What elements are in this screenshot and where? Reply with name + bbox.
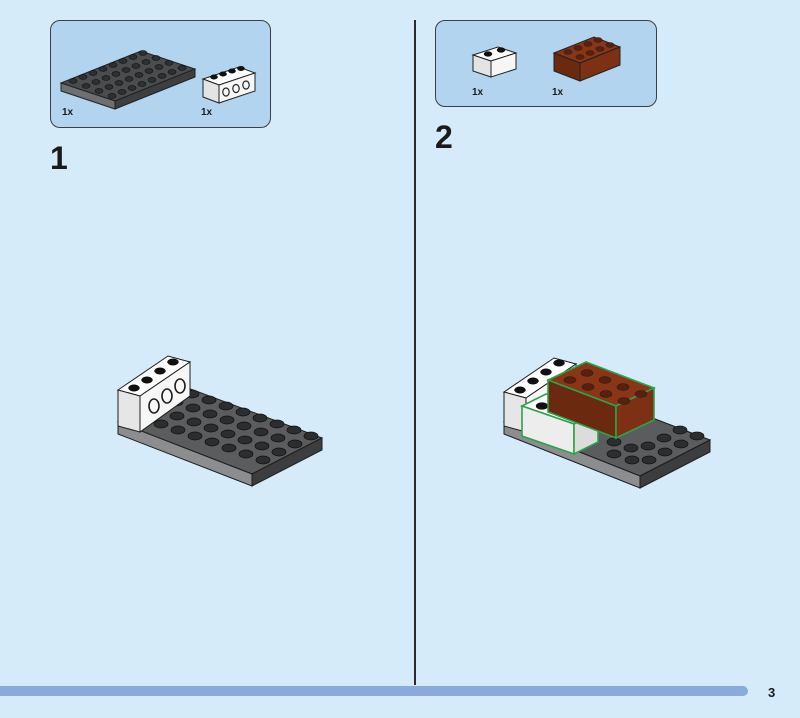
part-quantity: 1x bbox=[472, 87, 484, 98]
progress-bar bbox=[0, 686, 748, 696]
part-quantity: 1x bbox=[62, 107, 74, 118]
reddish-brown-brick-part bbox=[552, 36, 622, 82]
panel-divider bbox=[414, 20, 416, 685]
step-2-model-illustration bbox=[502, 357, 712, 489]
white-technic-brick-part bbox=[201, 66, 257, 104]
step-number: 2 bbox=[435, 119, 453, 155]
white-brick-part bbox=[471, 46, 518, 78]
step-1-panel: 1x 1x 1 bbox=[0, 0, 414, 690]
step-number: 1 bbox=[50, 140, 68, 176]
dark-gray-plate-part bbox=[59, 50, 197, 110]
step-2-panel: 1x 1x 2 bbox=[416, 0, 800, 690]
part-quantity: 1x bbox=[201, 107, 213, 118]
part-quantity: 1x bbox=[552, 87, 564, 98]
step-1-parts-box: 1x 1x bbox=[50, 20, 271, 128]
page-number: 3 bbox=[768, 685, 776, 700]
step-2-parts-box: 1x 1x bbox=[435, 20, 657, 107]
step-1-model-illustration bbox=[116, 355, 324, 487]
